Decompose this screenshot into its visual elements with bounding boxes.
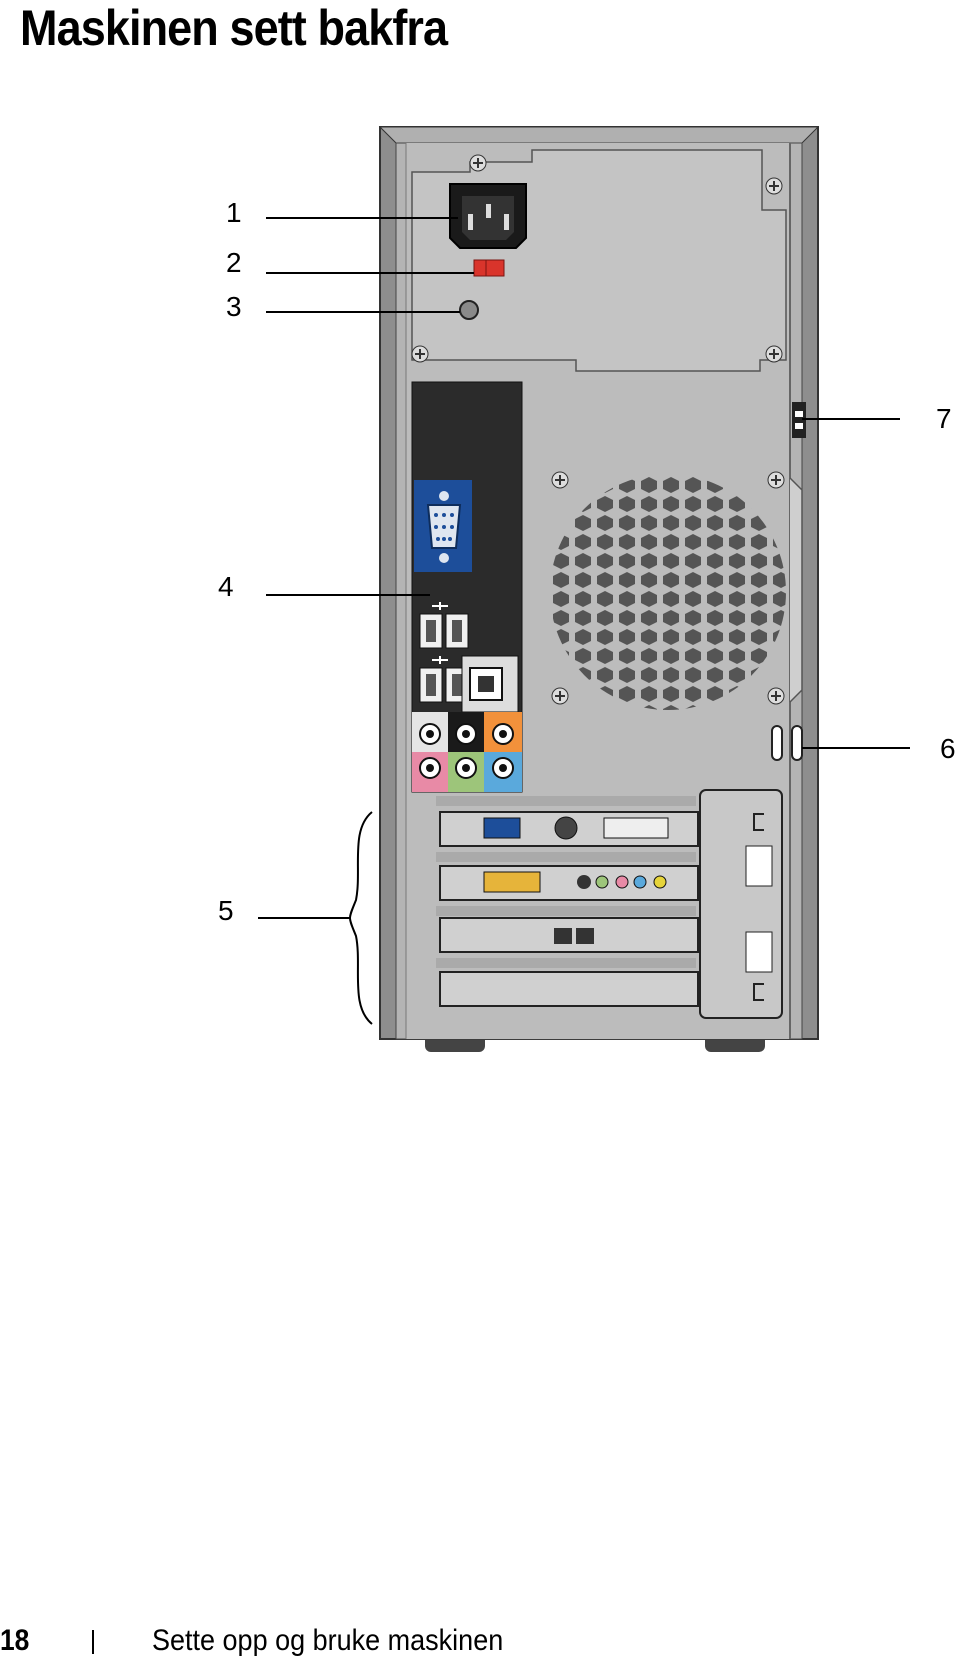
security-cable-slot — [771, 725, 803, 761]
power-supply-light — [459, 300, 479, 320]
callout-3: 3 — [226, 291, 242, 322]
callout-leaders — [258, 217, 910, 1025]
power-connector — [449, 183, 527, 249]
voltage-selection-switch — [473, 259, 505, 277]
computer-back-view-illustration: 1 2 3 4 5 6 7 — [218, 126, 956, 1052]
callout-5: 5 — [218, 895, 234, 926]
callout-7: 7 — [936, 403, 952, 434]
page-title: Maskinen sett bakfra — [20, 0, 448, 56]
padlock-ring — [792, 402, 806, 438]
chapter-title: Sette opp og bruke maskinen — [152, 1624, 504, 1657]
callout-2: 2 — [226, 247, 242, 278]
back-panel-connectors — [411, 381, 523, 793]
callout-1: 1 — [226, 197, 242, 228]
page-footer: 18 Sette opp og bruke maskinen — [0, 1620, 960, 1662]
callout-4: 4 — [218, 571, 234, 602]
page-number: 18 — [0, 1624, 30, 1657]
expansion-card-slots — [436, 789, 783, 1019]
fan-vent — [550, 471, 786, 710]
footer-divider — [92, 1630, 94, 1654]
side-latch — [789, 477, 803, 703]
callout-6: 6 — [940, 733, 956, 764]
